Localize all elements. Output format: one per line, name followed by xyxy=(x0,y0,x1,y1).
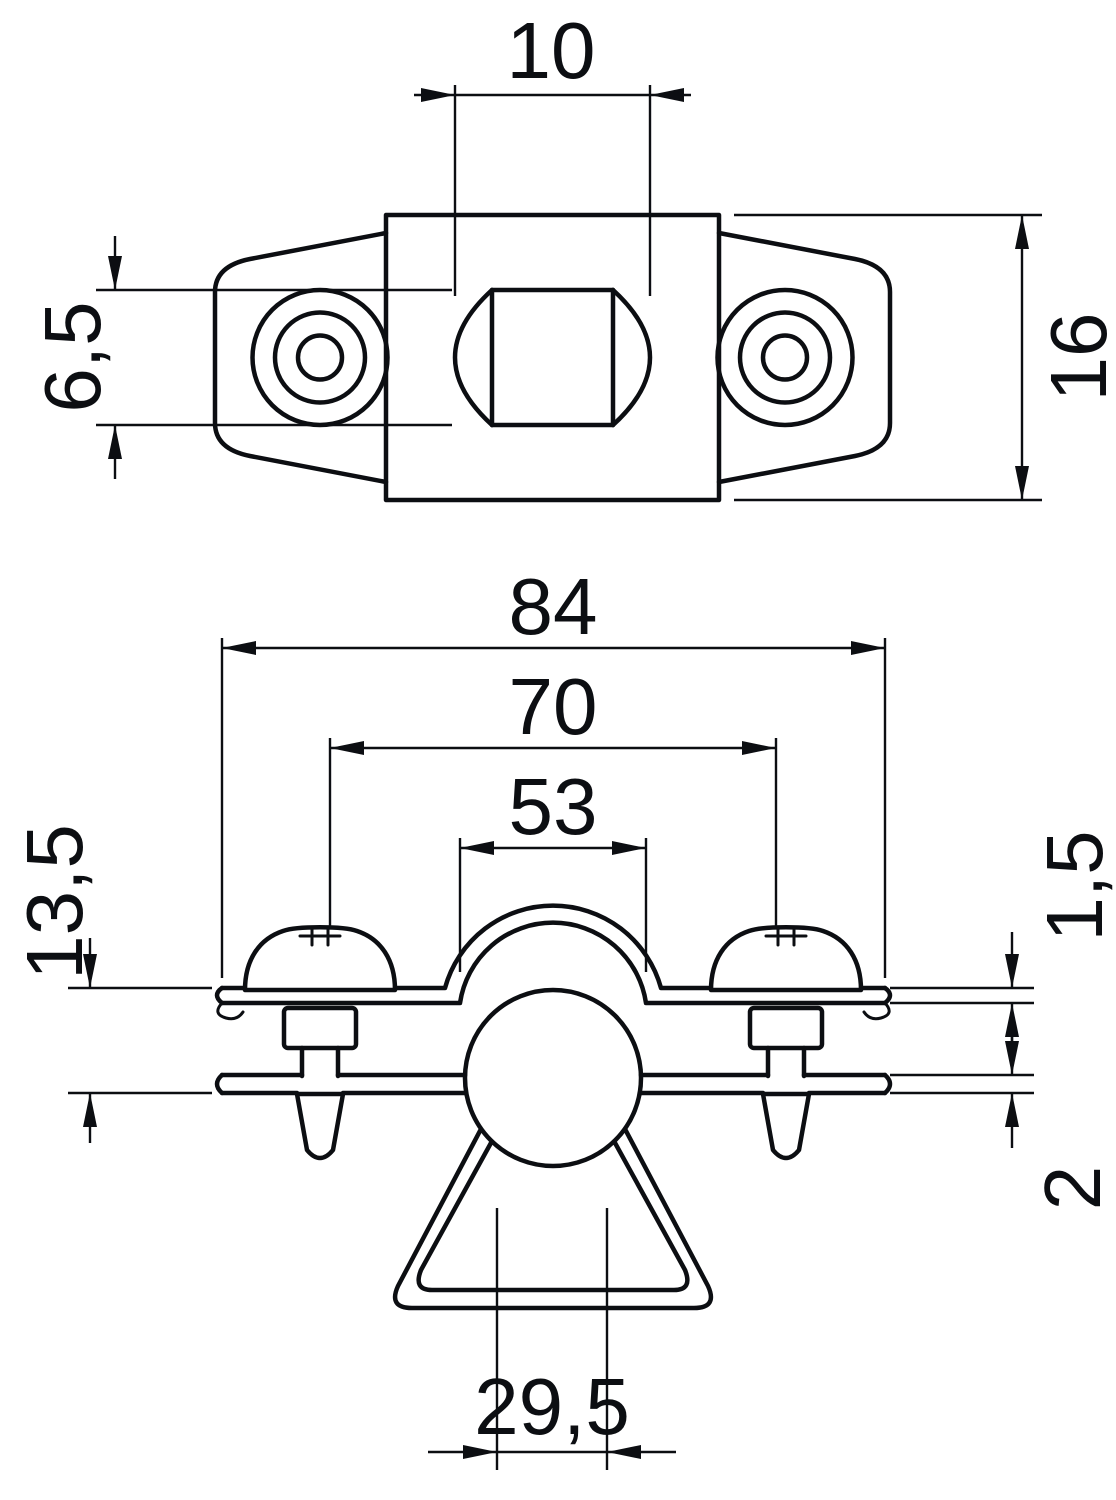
top-view-part xyxy=(212,212,893,503)
arrowhead xyxy=(330,741,364,755)
arrowhead xyxy=(851,641,885,655)
band-ends xyxy=(214,985,893,1006)
arrowhead xyxy=(460,841,494,855)
screw-hole-right xyxy=(715,287,855,428)
dim-text-overall-height: 13,5 xyxy=(10,824,99,980)
lower-strip-ends xyxy=(214,1072,893,1096)
arrowhead xyxy=(83,1093,97,1127)
screw-shanks xyxy=(299,1045,807,1079)
screw-hole-right-inner-circle xyxy=(760,333,810,382)
arrowhead xyxy=(108,425,122,459)
nut-left xyxy=(281,1005,359,1051)
arrowhead xyxy=(222,641,256,655)
arrowhead xyxy=(742,741,776,755)
arrowhead xyxy=(1005,954,1019,988)
arrowhead xyxy=(612,841,646,855)
front-view-part xyxy=(214,903,893,1311)
phillips-cross-right-icon xyxy=(764,925,808,947)
arrowhead xyxy=(463,1445,497,1459)
dim-text-strap-width: 29,5 xyxy=(474,1362,630,1451)
arrowhead xyxy=(607,1445,641,1459)
band-bottom-edge xyxy=(219,920,888,1006)
arrowhead xyxy=(83,954,97,988)
dimension-body-height: 16 xyxy=(734,213,1116,502)
dimension-overall-height: 13,5 xyxy=(10,824,212,1143)
dim-text-slot-width: 10 xyxy=(507,6,596,95)
top-view: 10 6,5 16 xyxy=(28,6,1116,503)
screw-tip-left xyxy=(294,1091,346,1161)
screw-hole-left-middle-circle xyxy=(272,310,368,405)
dim-text-hole-diameter: 6,5 xyxy=(28,301,117,412)
phillips-cross-left-icon xyxy=(298,925,342,947)
screw-head-left xyxy=(242,925,398,993)
screw-hole-left xyxy=(250,287,390,428)
nut-right xyxy=(747,1005,825,1051)
front-view: 84 70 53 13,5 xyxy=(10,562,1116,1470)
slot-right-arc xyxy=(610,287,653,428)
arrowhead xyxy=(1015,215,1029,249)
hanger-loop-inner xyxy=(416,1109,690,1293)
dim-text-saddle-width: 53 xyxy=(509,762,598,851)
hanger-loop-outer xyxy=(392,1109,714,1311)
dimension-band-thickness: 1,5 xyxy=(890,830,1116,1058)
cable-circle xyxy=(462,987,644,1169)
left-wing-outline xyxy=(212,230,389,485)
dimension-hole-diameter: 6,5 xyxy=(28,236,452,479)
screw-hole-right-middle-circle xyxy=(737,310,833,405)
dim-text-band-thickness: 1,5 xyxy=(1030,830,1116,941)
dim-text-screw-spacing: 70 xyxy=(509,662,598,751)
arrowhead xyxy=(1005,1041,1019,1075)
arrowhead xyxy=(108,256,122,290)
slot-left-arc xyxy=(452,287,495,428)
dimension-strip-thickness: 2 xyxy=(890,1022,1116,1210)
dim-text-overall-width: 84 xyxy=(509,562,598,651)
arrowhead xyxy=(1015,466,1029,500)
screw-tip-right xyxy=(760,1091,812,1161)
body-outline xyxy=(383,212,722,503)
band-end-curls xyxy=(216,1001,891,1021)
dim-text-strip-thickness: 2 xyxy=(1028,1166,1116,1211)
dimension-slot-width: 10 xyxy=(414,6,691,296)
slot xyxy=(452,287,653,428)
screw-head-right xyxy=(708,925,864,993)
dim-text-body-height: 16 xyxy=(1034,313,1116,402)
right-wing-outline xyxy=(716,230,893,485)
dimension-saddle-width: 53 xyxy=(458,762,648,972)
arrowhead xyxy=(1005,1003,1019,1037)
dimension-screw-spacing: 70 xyxy=(328,662,778,928)
arrowhead xyxy=(1005,1093,1019,1127)
screw-hole-left-inner-circle xyxy=(295,333,345,382)
screw-hole-right-outer-circle xyxy=(715,287,855,428)
arrowhead xyxy=(650,88,684,102)
arrowhead xyxy=(421,88,455,102)
dimension-overall-width: 84 xyxy=(220,562,887,978)
dimension-strap-width: 29,5 xyxy=(428,1208,676,1470)
